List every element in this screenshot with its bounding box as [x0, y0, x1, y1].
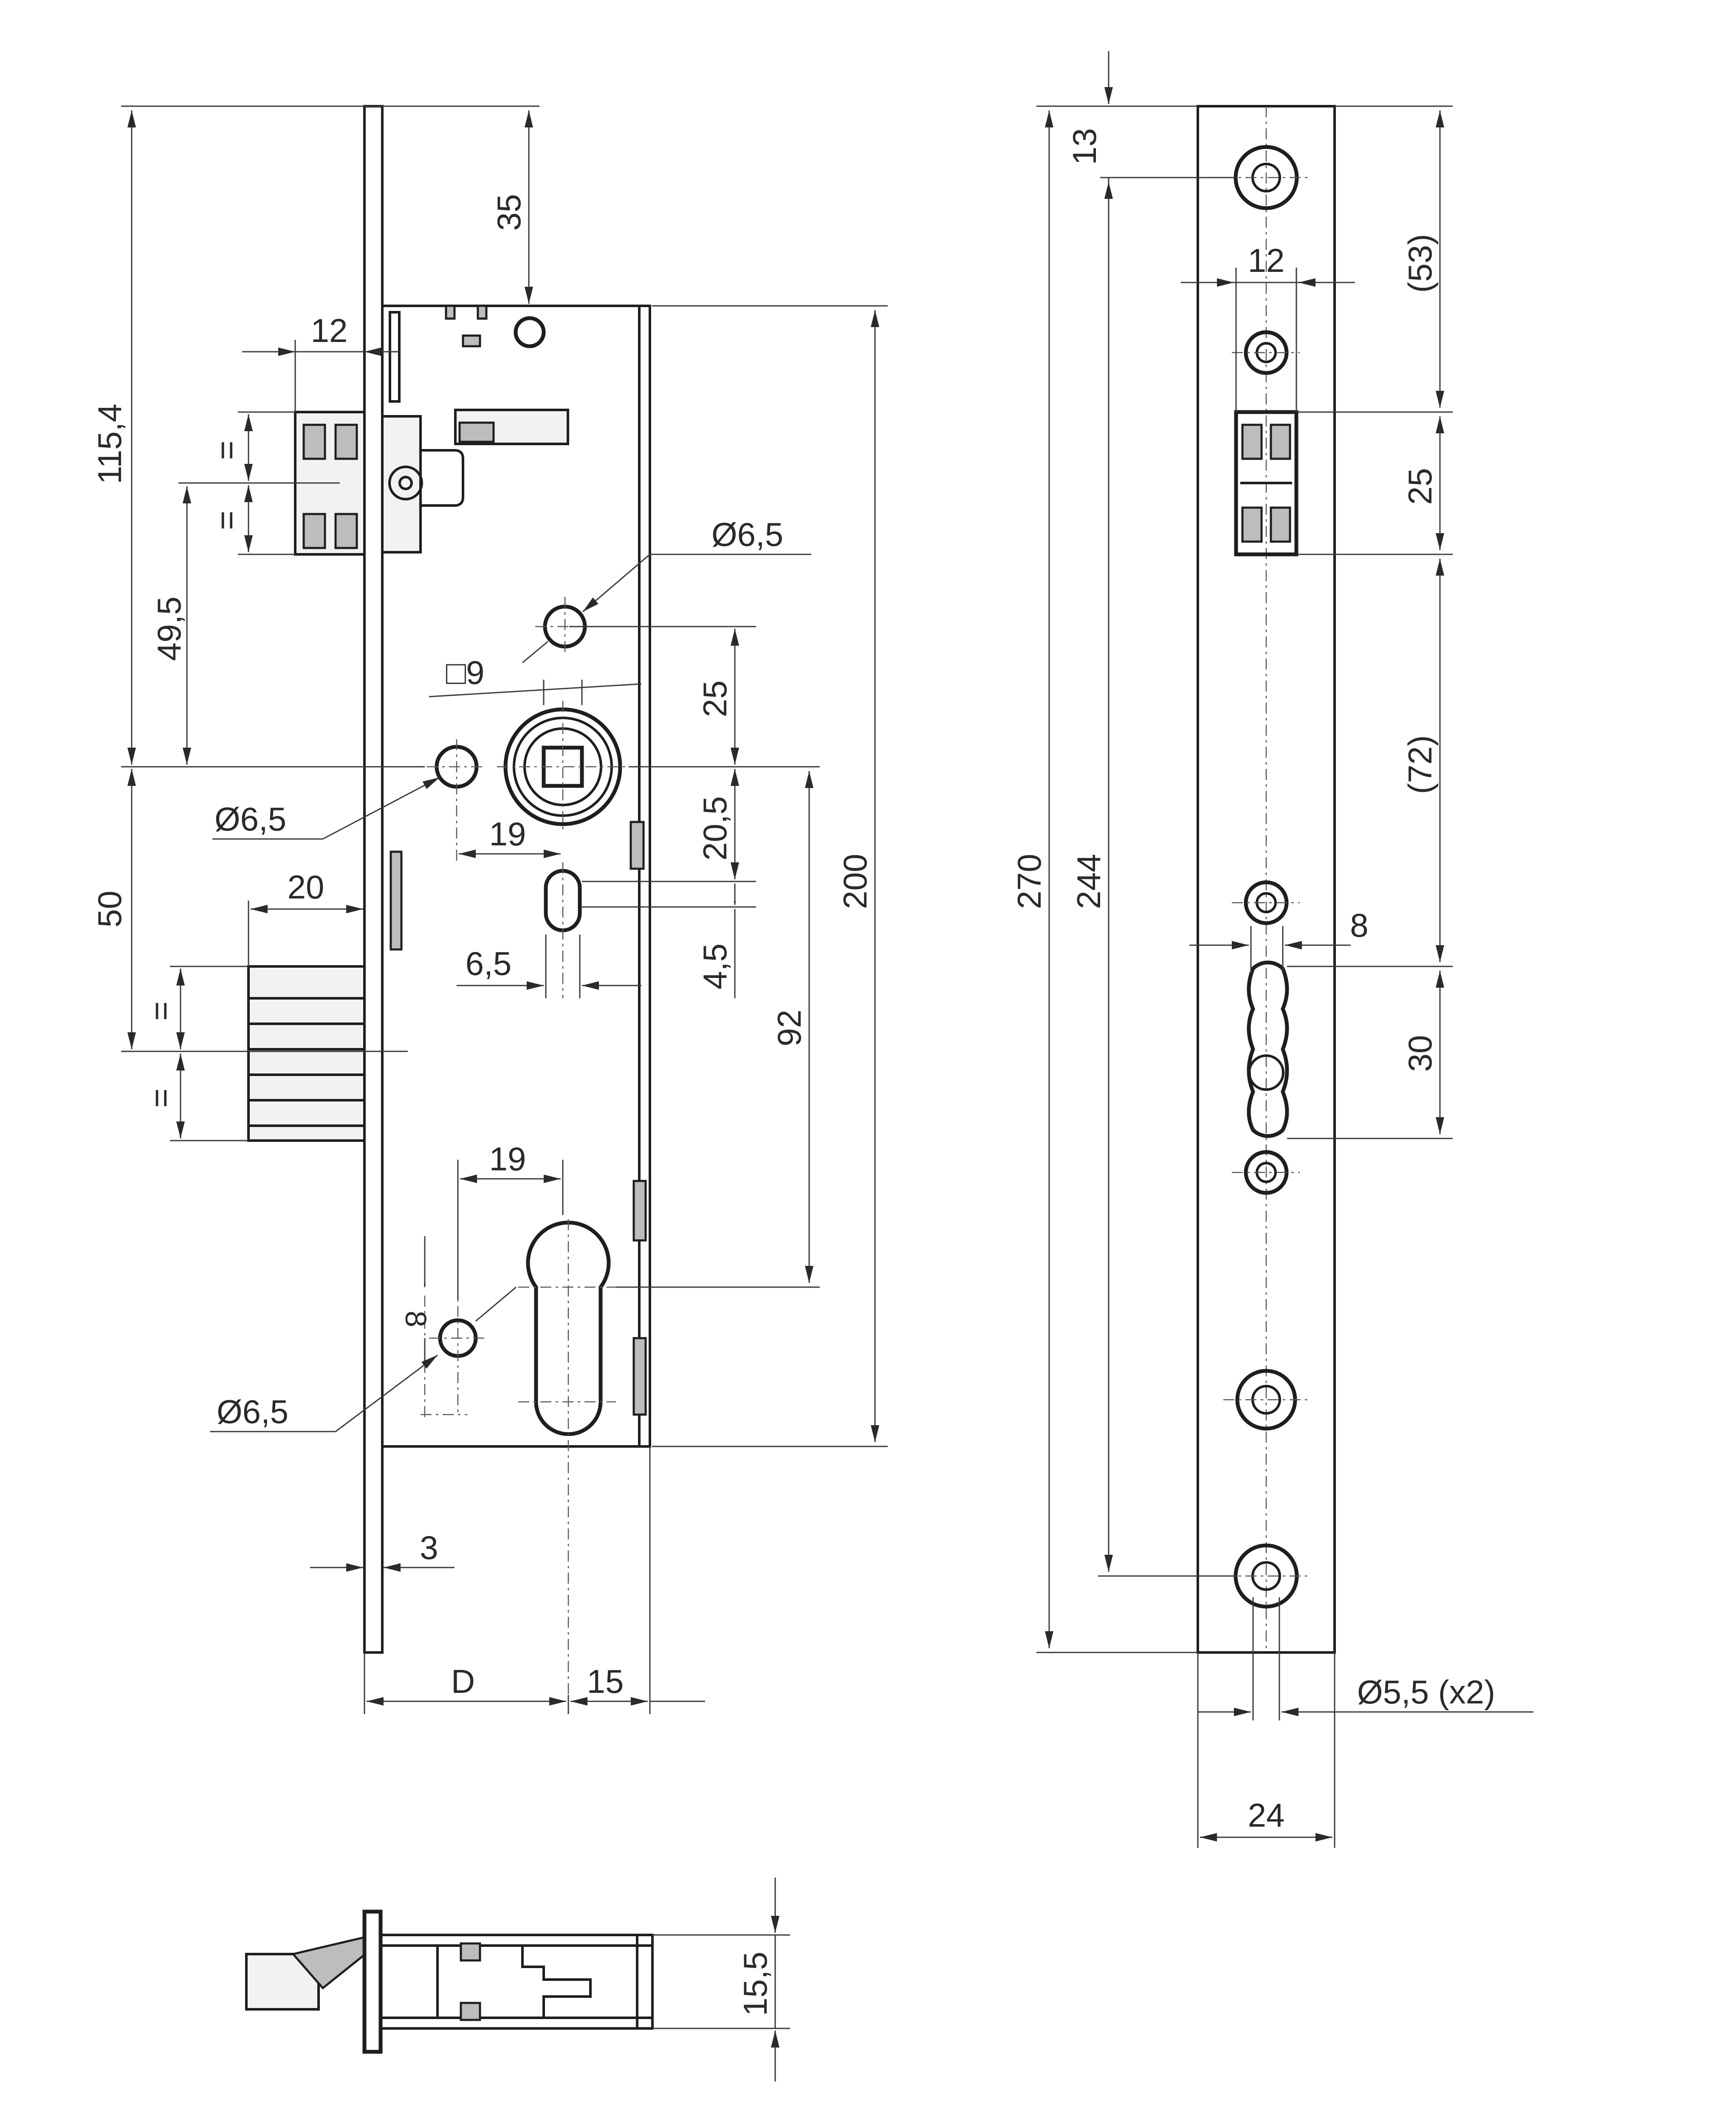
dim-25-window: 25 [1401, 468, 1439, 505]
faceplate-dimensions: 13 270 244 12 (53) 25 (72) [1011, 51, 1533, 1848]
dim-35: 35 [490, 194, 528, 231]
equal-mark-bolt-top: = [142, 1001, 179, 1021]
lock-faceplate [363, 105, 384, 1654]
dim-4-5: 4,5 [696, 943, 734, 989]
side-view-dimensions: 15,5 [652, 1878, 790, 2082]
dim-270: 270 [1011, 854, 1048, 909]
cylinder-cutout [526, 1220, 611, 1436]
dim-13: 13 [1066, 128, 1103, 165]
dim-6-5-slot: 6,5 [466, 945, 511, 982]
latch-pivot-circle [388, 466, 423, 500]
faceplate-mount-hole-1 [1232, 330, 1300, 375]
bolt-window [1247, 960, 1289, 1138]
equal-mark-bolt-bottom: = [142, 1088, 179, 1108]
dim-spindle-square: □9 [446, 654, 485, 691]
dim-screw-holes: Ø5,5 (x2) [1357, 1673, 1495, 1711]
side-view [245, 1909, 654, 2054]
dim-12-window: 12 [1248, 242, 1285, 279]
dim-8-cylinder: 8 [399, 1311, 432, 1328]
dim-115-4: 115,4 [91, 404, 128, 484]
dim-25-spindle: 25 [696, 681, 734, 717]
side-faceplate [362, 1909, 383, 2054]
dim-15: 15 [587, 1663, 624, 1700]
faceplate-mount-hole-4 [1223, 1369, 1308, 1431]
dim-8-window: 8 [1350, 907, 1368, 944]
dim-19-bottom: 19 [489, 1140, 526, 1178]
faceplate-mount-hole-3 [1232, 1150, 1300, 1195]
dim-hole-bottom: Ø6,5 [217, 1393, 288, 1430]
dim-53: (53) [1401, 234, 1439, 293]
dim-50: 50 [91, 891, 128, 928]
dim-72: (72) [1401, 735, 1439, 794]
dim-19-top: 19 [489, 815, 526, 853]
dim-15-5: 15,5 [737, 1952, 774, 2016]
dim-backset-d: D [451, 1663, 475, 1700]
dim-hole-left: Ø6,5 [215, 800, 286, 838]
lock-body-dimensions: 115,4 35 12 = = 49,5 50 20 = [91, 105, 888, 1714]
dim-12-latch: 12 [311, 312, 348, 349]
dead-bolt [247, 965, 366, 1142]
dim-24: 24 [1248, 1796, 1285, 1834]
faceplate-mount-hole-2 [1232, 880, 1300, 925]
dim-hole-top: Ø6,5 [711, 516, 783, 553]
dim-49-5: 49,5 [150, 596, 188, 661]
dim-244: 244 [1070, 854, 1107, 909]
dim-20: 20 [288, 868, 325, 906]
dim-20-5: 20,5 [696, 796, 734, 861]
spindle-hub [497, 701, 629, 833]
faceplate-view [1197, 105, 1336, 1654]
latch-window [1234, 410, 1298, 556]
top-rivet-circle [514, 316, 546, 348]
equal-mark-latch-bottom: = [208, 511, 245, 530]
dim-200: 200 [836, 854, 874, 909]
dim-30: 30 [1401, 1035, 1439, 1072]
side-case [379, 1934, 654, 2030]
lock-case [381, 305, 651, 1448]
dim-92: 92 [771, 1010, 808, 1047]
equal-mark-latch-top: = [208, 441, 245, 460]
dim-3: 3 [420, 1529, 438, 1566]
